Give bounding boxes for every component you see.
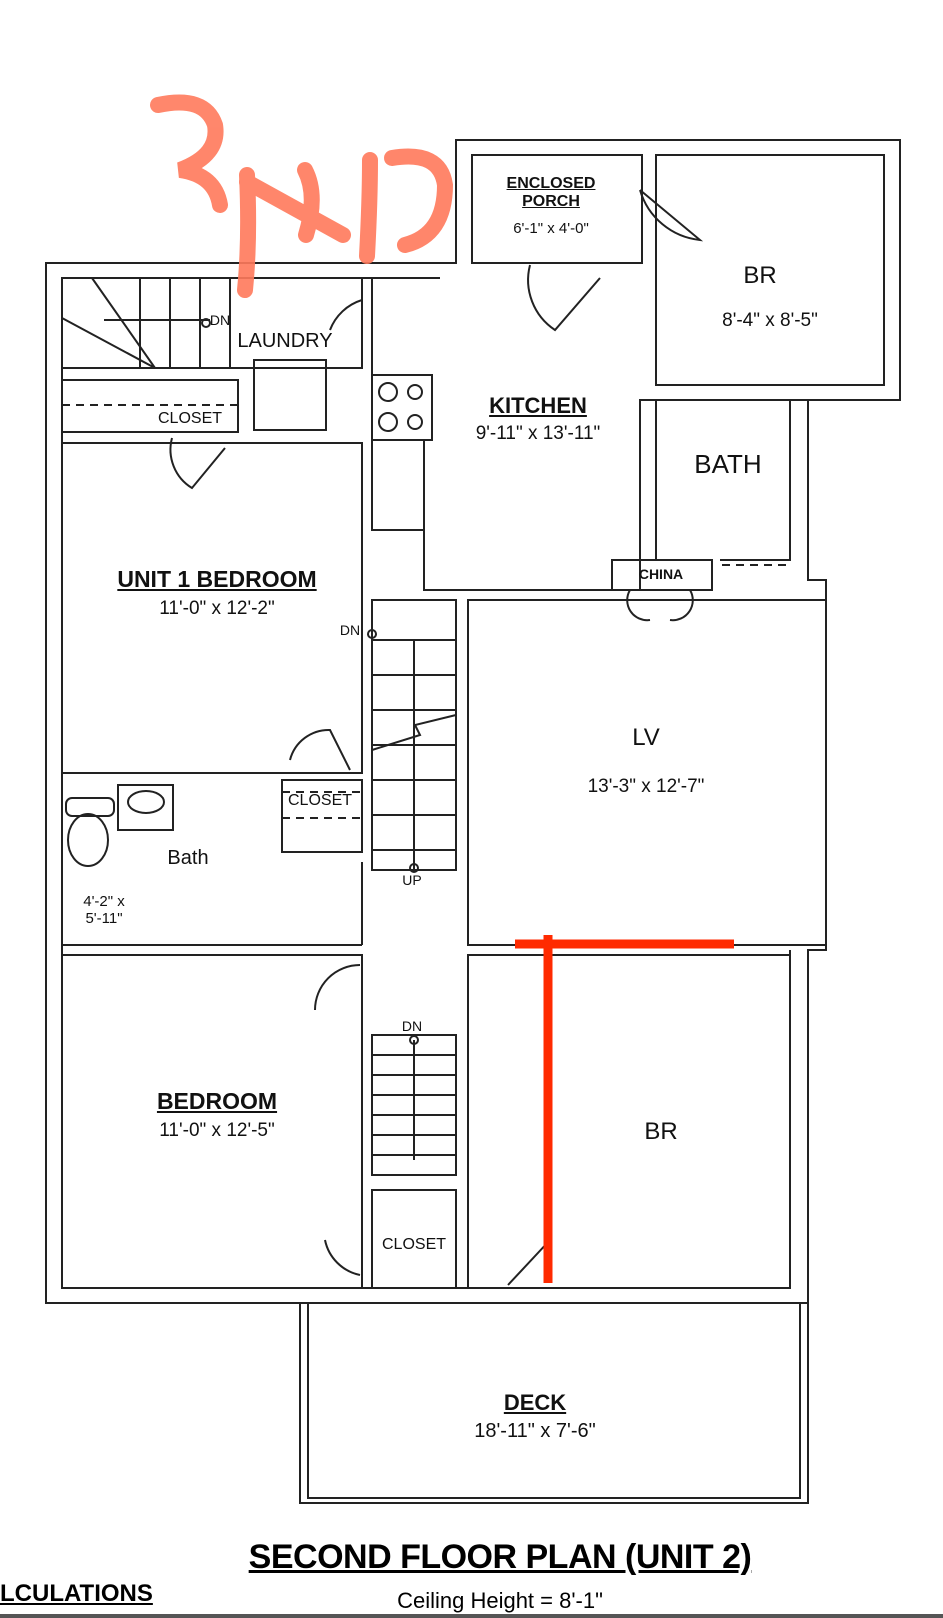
bath-left-label: Bath	[167, 847, 209, 869]
plan-title: SECOND FLOOR PLAN (UNIT 2)	[248, 1538, 752, 1576]
br-bottom-label: BR	[644, 1118, 678, 1145]
bath-right-label: BATH	[694, 449, 762, 479]
br-top-label: BR	[743, 262, 777, 289]
closet-bottom-label: CLOSET	[381, 1236, 447, 1253]
laundry-label: LAUNDRY	[237, 330, 333, 352]
stair-dn-bottom: DN	[401, 1018, 423, 1034]
handwritten-annotation	[150, 94, 454, 298]
closet-mid-label: CLOSET	[287, 792, 353, 809]
calculations-heading: LCULATIONS	[0, 1580, 153, 1607]
bedroom-outline	[61, 954, 363, 1289]
br-bottom-outline	[467, 954, 791, 1289]
stair-dn-mid: DN	[339, 622, 361, 638]
unit1-bedroom-label: UNIT 1 BEDROOM	[117, 566, 317, 592]
enclosed-porch-outline	[471, 154, 643, 264]
unit1-bedroom-outline	[61, 442, 363, 774]
lv-label: LV	[632, 724, 660, 751]
br-top-outline	[655, 154, 885, 386]
deck-label: DECK	[503, 1390, 567, 1415]
lv-dimensions: 13'-3" x 12'-7"	[587, 776, 705, 797]
deck-outline	[299, 1302, 809, 1504]
br-top-dimensions: 8'-4" x 8'-5"	[722, 310, 818, 331]
lv-outline	[467, 599, 827, 946]
closet-top-label: CLOSET	[157, 410, 223, 427]
kitchen-label: KITCHEN	[489, 393, 587, 418]
unit1-bedroom-dimensions: 11'-0" x 12'-2"	[159, 598, 275, 619]
bedroom-label: BEDROOM	[156, 1088, 278, 1114]
china-label: CHINA	[638, 566, 684, 582]
stair-dn-top: DN	[209, 312, 231, 328]
bedroom-dimensions: 11'-0" x 12'-5"	[159, 1120, 275, 1141]
red-wall-markup	[515, 935, 734, 1283]
enclosed-porch-dimensions: 6'-1" x 4'-0"	[513, 220, 589, 237]
kitchen-dimensions: 9'-11" x 13'-11"	[475, 423, 601, 444]
stair-up-mid: UP	[402, 872, 422, 888]
ceiling-height: Ceiling Height = 8'-1"	[397, 1588, 603, 1613]
deck-dimensions: 18'-11" x 7'-6"	[474, 1420, 596, 1442]
bottom-divider	[0, 1614, 943, 1618]
